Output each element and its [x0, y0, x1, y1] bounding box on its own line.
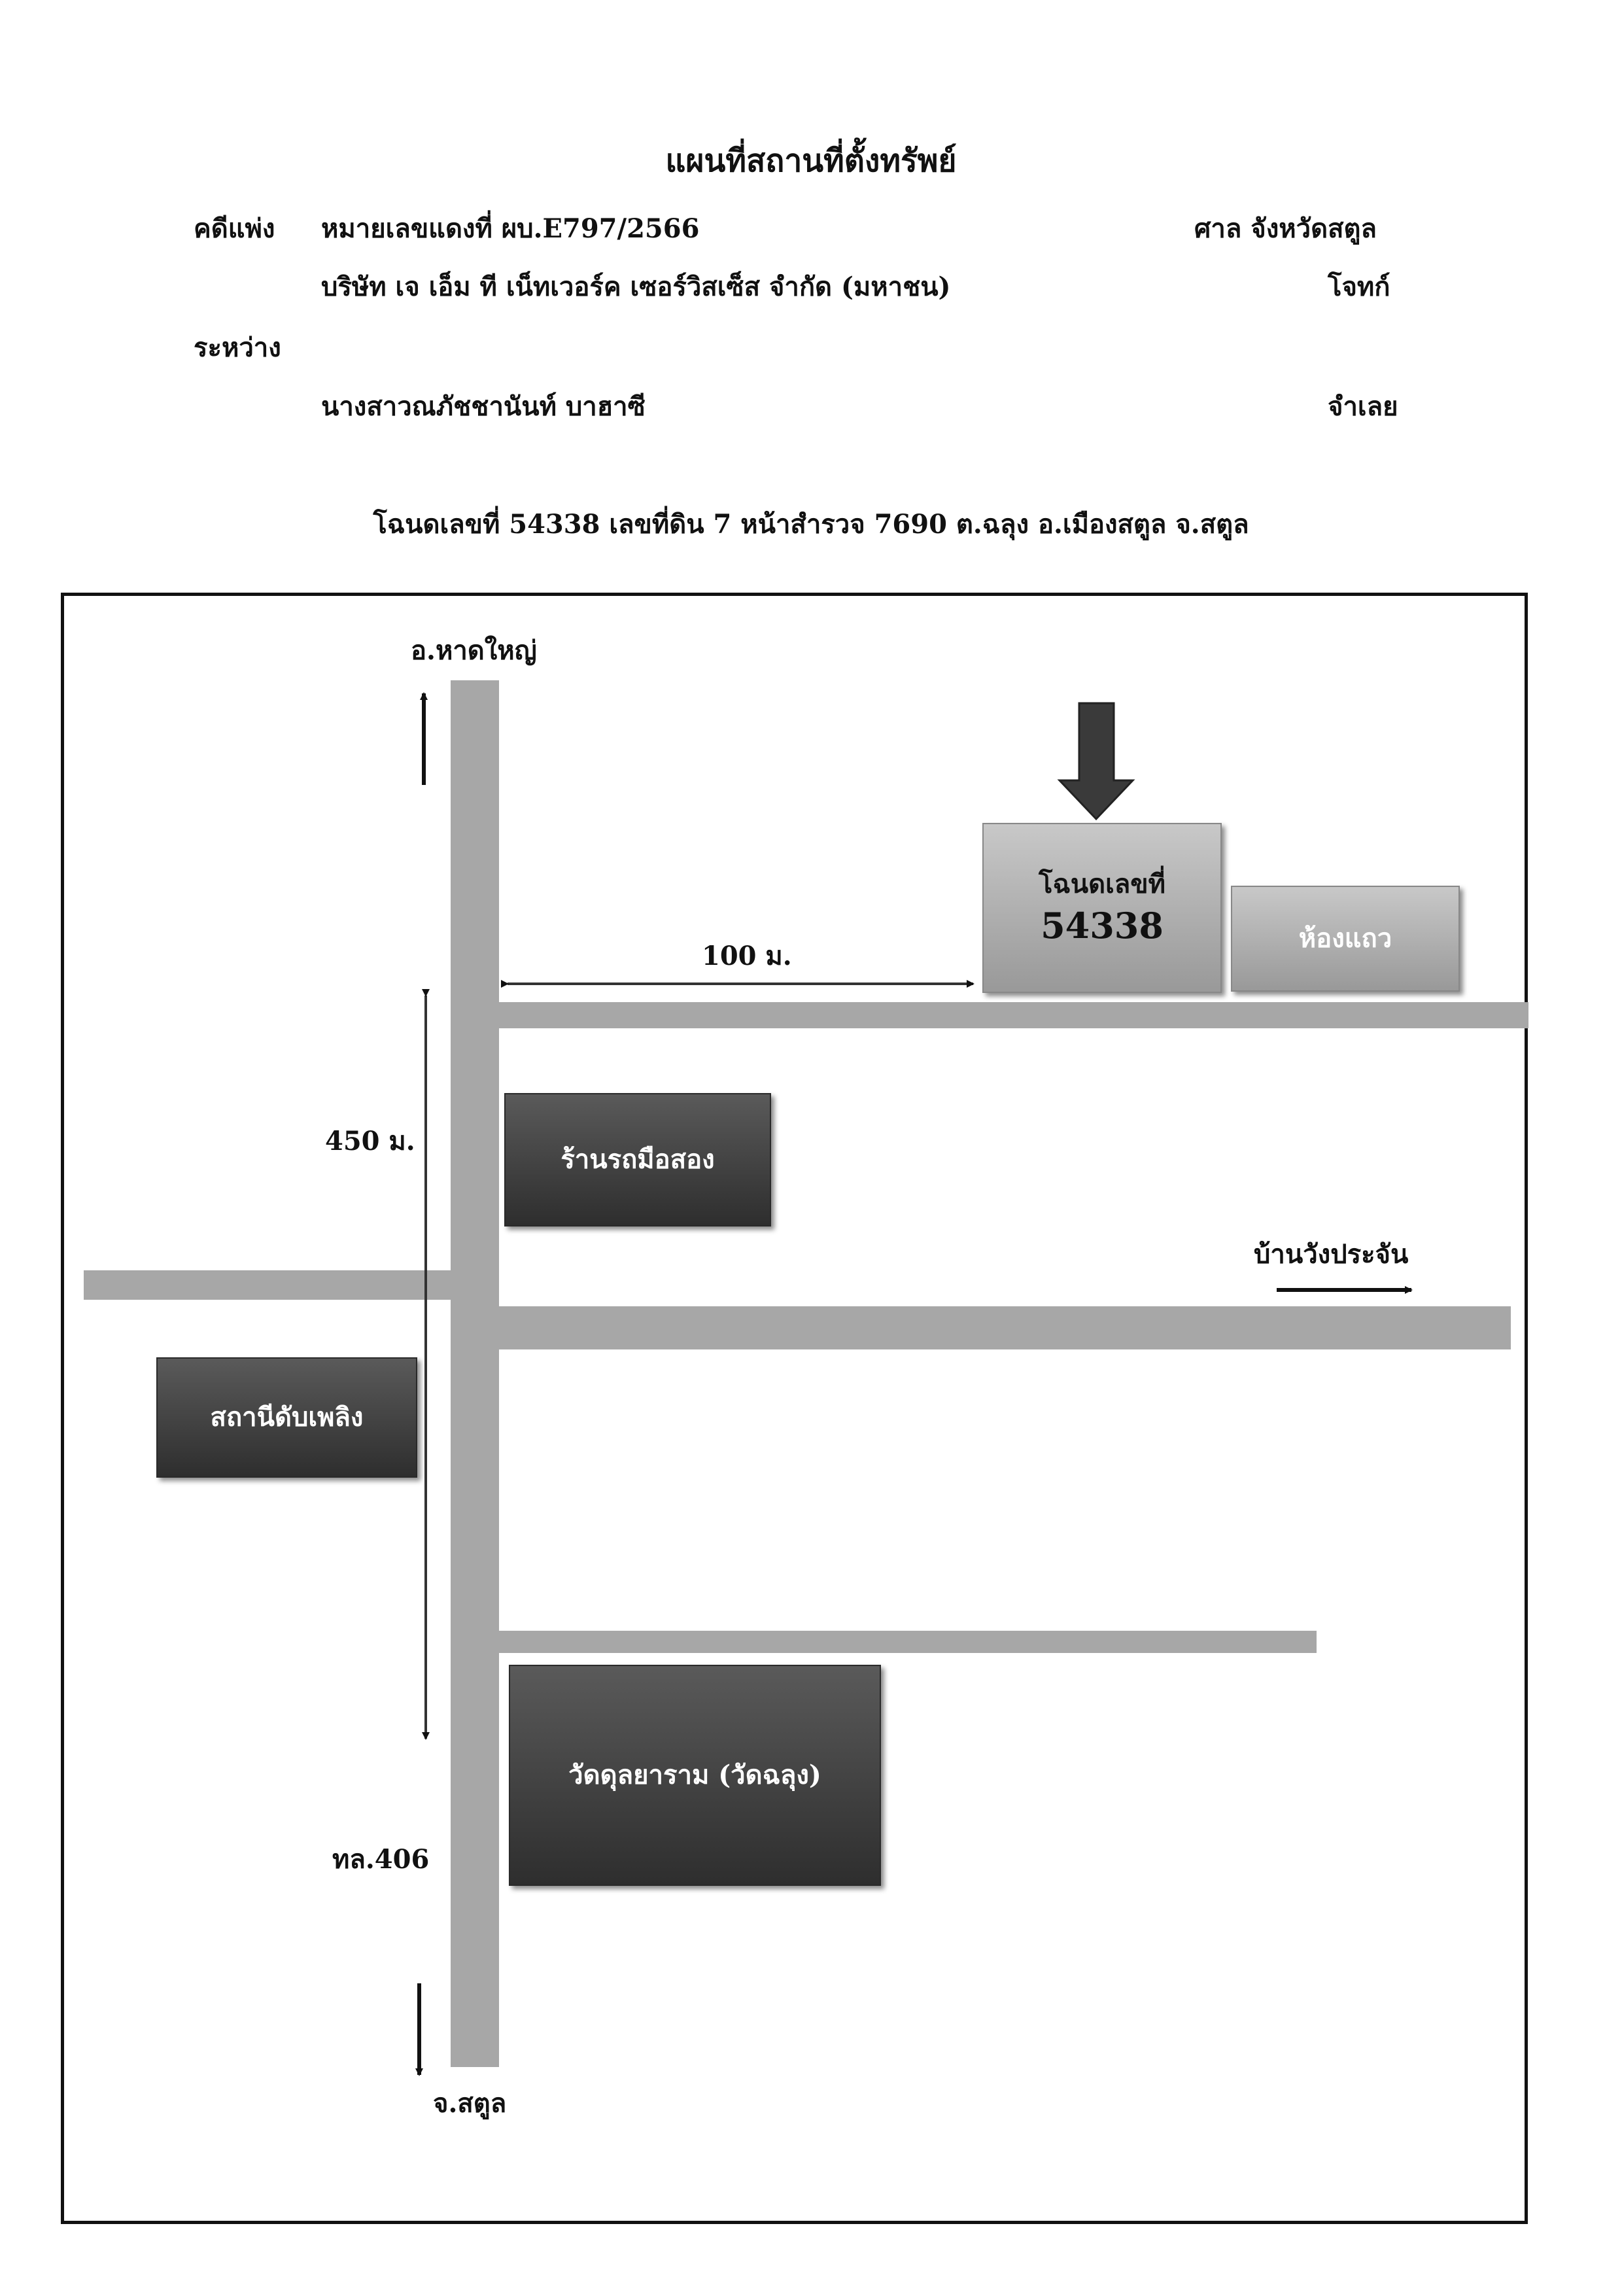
side-road-plot: [499, 1002, 1528, 1028]
plaintiff-name: บริษัท เจ เอ็ม ที เน็ทเวอร์ค เซอร์วิสเซ็…: [321, 271, 951, 302]
case-type-label: คดีแพ่ง: [194, 213, 275, 244]
side-road-temple: [499, 1631, 1317, 1653]
used-car-shop-landmark: ร้านรถมือสอง: [504, 1093, 771, 1226]
target-plot-box: โฉนดเลขที่ 54338: [982, 823, 1222, 993]
highway-label: ทล.406: [332, 1844, 430, 1875]
between-label: ระหว่าง: [194, 332, 281, 363]
fire-station-landmark: สถานีดับเพลิง: [156, 1357, 417, 1478]
distance-450m-label: 450 ม.: [325, 1126, 415, 1157]
defendant-name: นางสาวณภัชชานันท์ บาฮาซี: [321, 391, 646, 422]
cross-road-west: [84, 1270, 451, 1300]
distance-100m-label: 100 ม.: [702, 941, 792, 971]
plaintiff-role: โจทก์: [1328, 271, 1390, 302]
document-title: แผนที่สถานที่ตั้งทรัพย์: [665, 143, 957, 179]
temple-landmark: วัดดุลยาราม (วัดฉลุง): [509, 1665, 881, 1886]
cross-road-east: [499, 1306, 1511, 1349]
map-frame: [61, 593, 1528, 2224]
plot-box-label: โฉนดเลขที่: [1039, 868, 1165, 899]
target-plot-arrow-icon: [1057, 702, 1135, 821]
east-destination-label: บ้านวังประจัน: [1254, 1239, 1409, 1270]
highway-406-road: [451, 680, 499, 2067]
shophouse-landmark: ห้องแถว: [1231, 886, 1460, 992]
defendant-role: จำเลย: [1328, 391, 1398, 422]
court-label: ศาล จังหวัดสตูล: [1194, 213, 1377, 244]
plot-box-number: 54338: [1041, 904, 1164, 947]
plot-description: โฉนดเลขที่ 54338 เลขที่ดิน 7 หน้าสำรวจ 7…: [373, 509, 1249, 540]
case-number-label: หมายเลขแดงที่ ผบ.E797/2566: [321, 213, 700, 244]
north-destination-label: อ.หาดใหญ่: [411, 635, 537, 666]
south-destination-label: จ.สตูล: [433, 2088, 507, 2119]
